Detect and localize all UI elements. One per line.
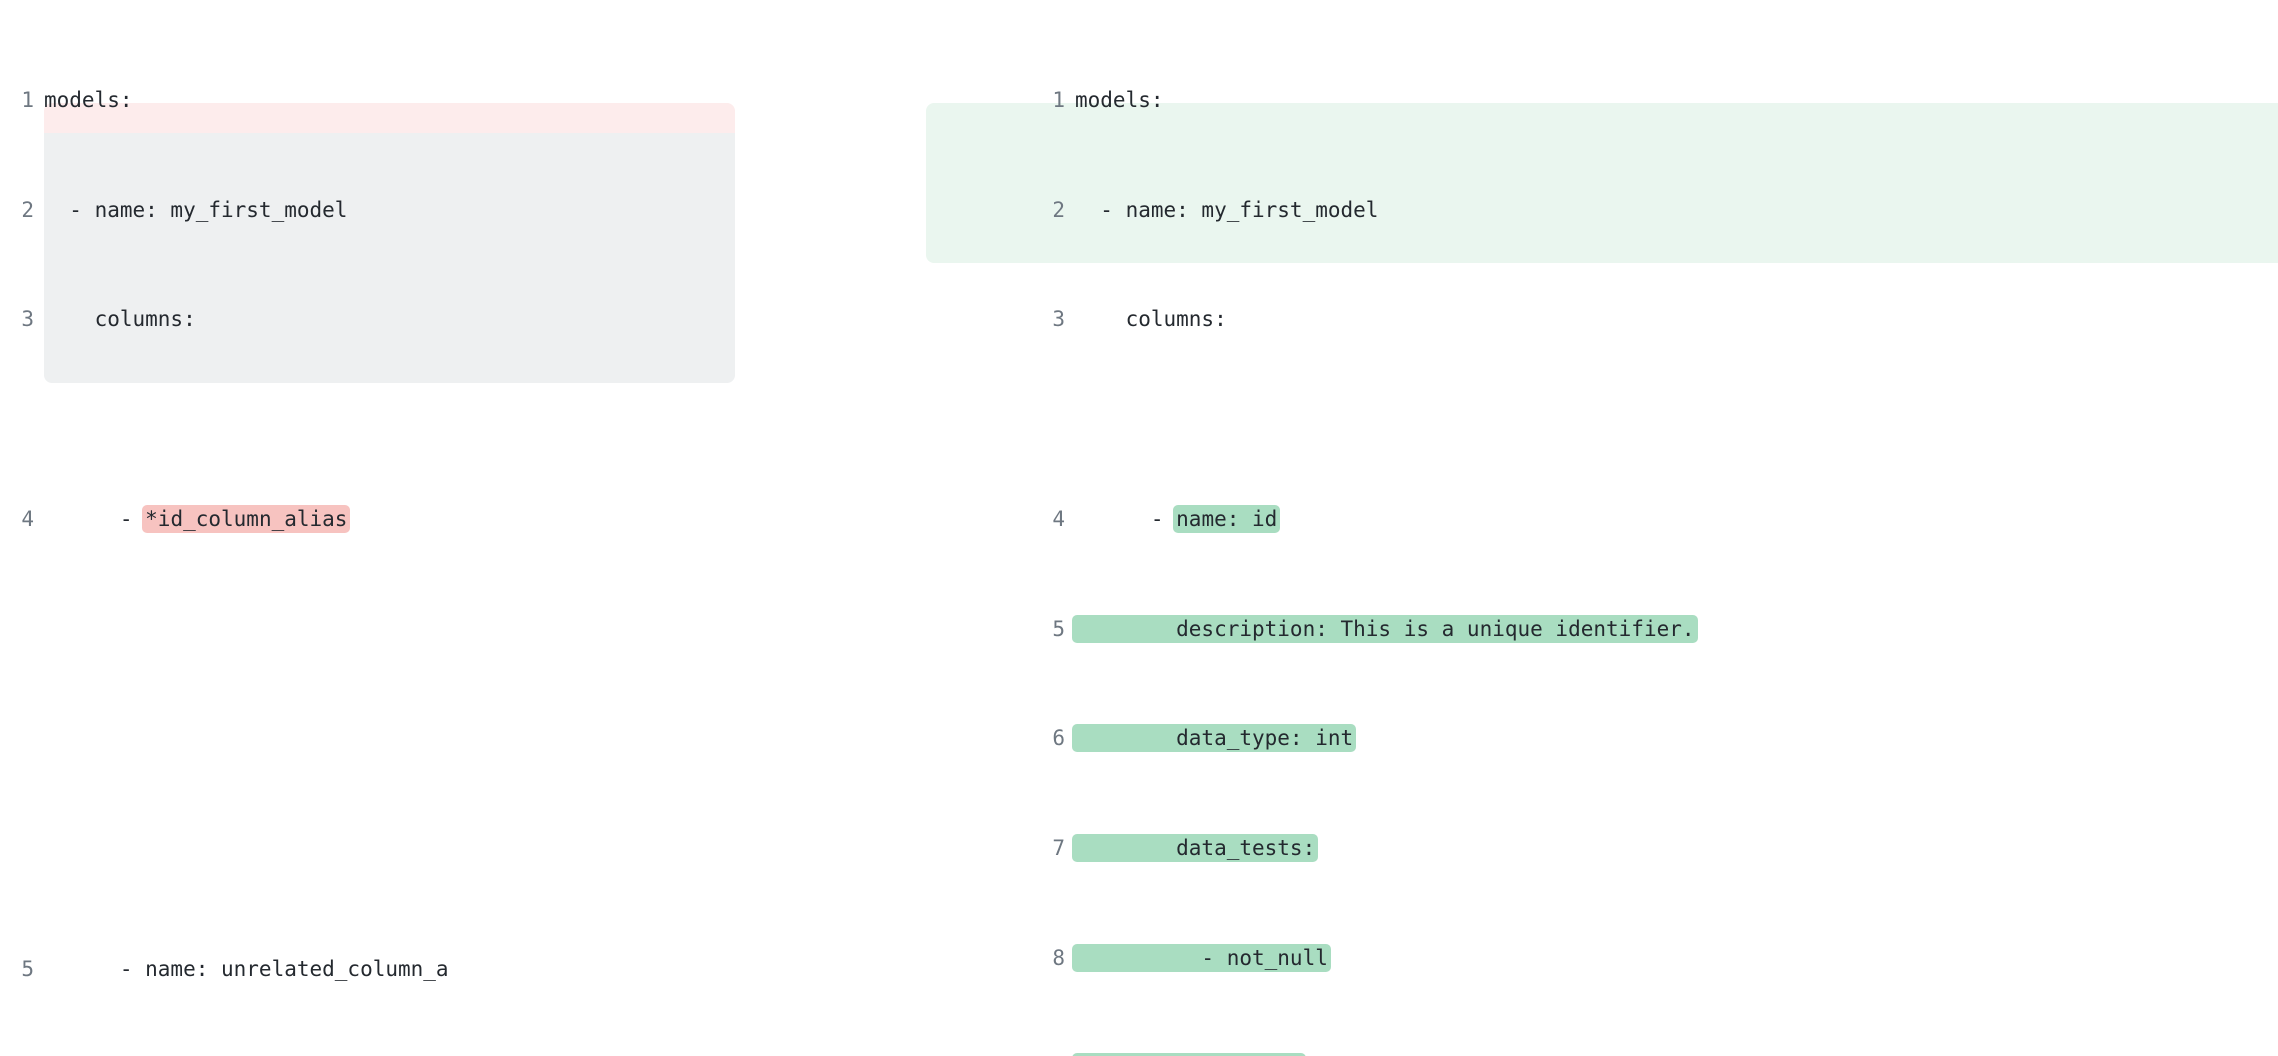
code-line-removed[interactable]: 4 - *id_column_alias: [0, 505, 760, 534]
line-content: columns:: [44, 307, 196, 332]
removed-line-background: [44, 103, 735, 133]
line-content: models:: [1075, 88, 1164, 113]
row-gap: [0, 616, 760, 874]
code-line-added[interactable]: 7 data_tests:: [760, 834, 2278, 863]
added-lines-background: [926, 103, 2278, 263]
added-token: data_type: int: [1072, 724, 1357, 753]
added-token: description: This is a unique identifier…: [1072, 614, 1698, 643]
code-line[interactable]: 3 columns:: [760, 306, 2278, 333]
code-after: 1 models: 2 - name: my_first_model 3 col…: [760, 0, 2278, 1056]
line-content: data_type: int: [1065, 724, 2278, 753]
line-number: 4: [1052, 507, 1065, 532]
line-number: 2: [21, 197, 34, 222]
line-number: 4: [21, 507, 34, 532]
code-line[interactable]: 5 - name: unrelated_column_a: [0, 956, 760, 983]
line-content: models:: [44, 88, 133, 113]
code-line[interactable]: 3 columns:: [0, 306, 760, 333]
code-line-added[interactable]: 6 data_type: int: [760, 724, 2278, 753]
line-indent-prefix: -: [1075, 507, 1177, 532]
line-content: - not_null: [1065, 943, 2278, 972]
line-number: 2: [1052, 197, 1065, 222]
added-token: - not_null: [1072, 943, 1331, 972]
line-number: 8: [1052, 945, 1065, 970]
line-content: - name: my_first_model: [1075, 197, 1379, 222]
code-line[interactable]: 2 - name: my_first_model: [0, 197, 760, 224]
row-gap: [760, 416, 2278, 424]
line-content: columns:: [1075, 307, 1227, 332]
line-indent-prefix: -: [44, 507, 146, 532]
code-before: 1 models: 2 - name: my_first_model 3 col…: [0, 0, 760, 1056]
line-number: 5: [1052, 616, 1065, 641]
removed-token: *id_column_alias: [142, 505, 351, 534]
code-line[interactable]: 1 models:: [0, 87, 760, 114]
code-line-added[interactable]: 8 - not_null: [760, 943, 2278, 972]
line-number: 6: [1052, 726, 1065, 751]
line-content: - *id_column_alias: [34, 505, 760, 534]
line-number: 3: [21, 307, 34, 332]
diff-filler-block: [44, 133, 735, 383]
line-number: 3: [1052, 307, 1065, 332]
row-gap: [0, 416, 760, 424]
line-number: 1: [1052, 88, 1065, 113]
code-line[interactable]: 1 models:: [760, 87, 2278, 114]
diff-pane-after: 1 models: 2 - name: my_first_model 3 col…: [760, 0, 2278, 1056]
line-content: - name: unrelated_column_a: [44, 957, 449, 982]
line-content: data_tests:: [1065, 834, 2278, 863]
line-content: - name: id: [1065, 505, 2278, 534]
line-number: 7: [1052, 836, 1065, 861]
added-token: data_tests:: [1072, 834, 1319, 863]
code-line-added[interactable]: 4 - name: id: [760, 505, 2278, 534]
added-token: name: id: [1173, 505, 1281, 534]
line-content: - unique: [1065, 1053, 2278, 1056]
code-line-added[interactable]: 9 - unique: [760, 1053, 2278, 1056]
line-number: 5: [21, 957, 34, 982]
code-line[interactable]: 2 - name: my_first_model: [760, 197, 2278, 224]
line-content: description: This is a unique identifier…: [1065, 614, 2278, 643]
added-token: - unique: [1072, 1053, 1306, 1056]
line-number: 1: [21, 88, 34, 113]
line-number: 9: [1023, 1054, 1065, 1056]
line-content: - name: my_first_model: [44, 197, 348, 222]
diff-pane-before: 1 models: 2 - name: my_first_model 3 col…: [0, 0, 760, 981]
code-line-added[interactable]: 5 description: This is a unique identifi…: [760, 614, 2278, 643]
